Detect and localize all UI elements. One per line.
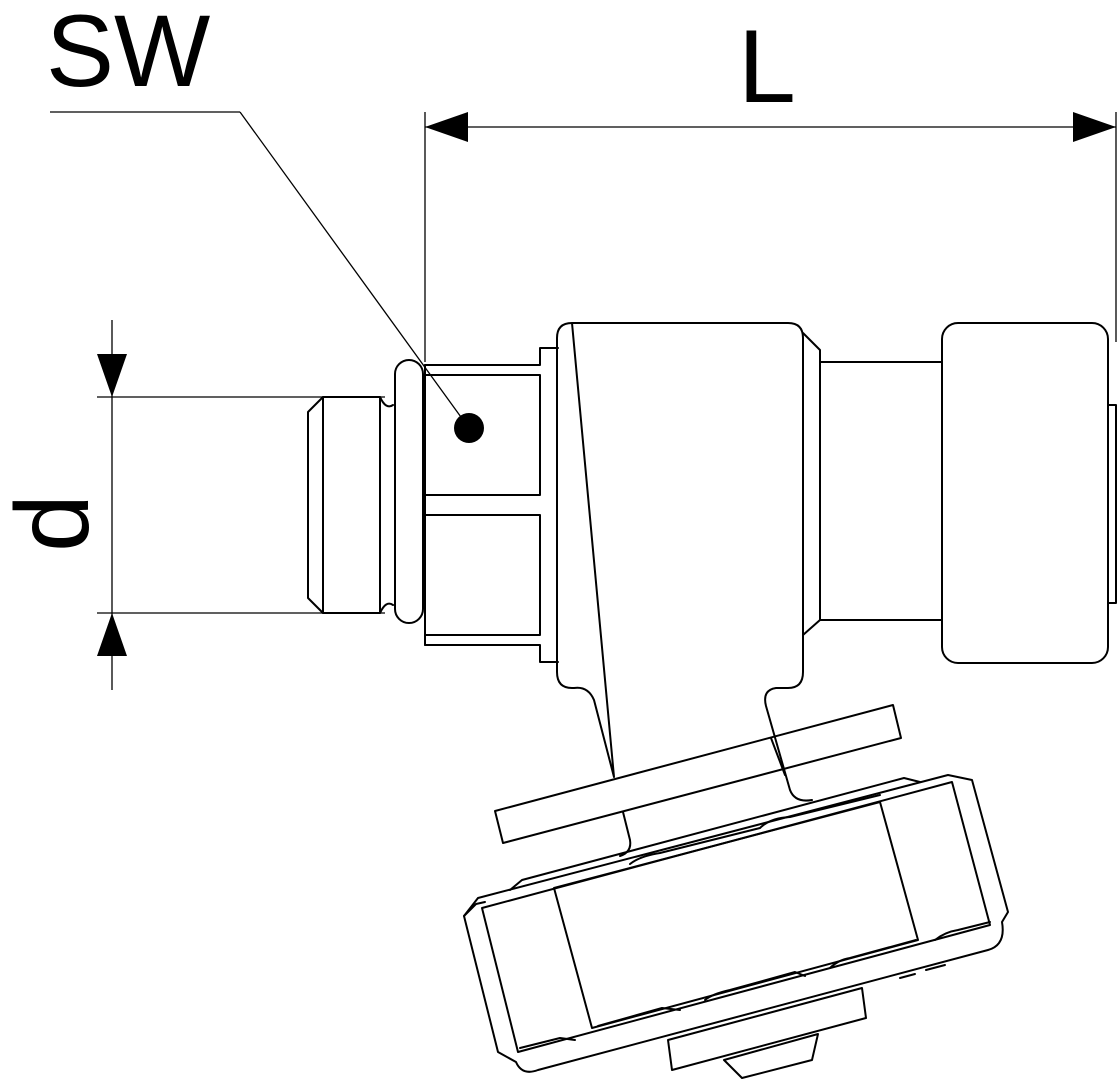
bottom-tab xyxy=(667,987,867,1071)
valve-body xyxy=(556,322,1117,802)
length-arrow-right xyxy=(1073,112,1116,142)
end-tail xyxy=(1107,404,1117,604)
sealing-ring xyxy=(394,359,424,624)
diameter-arrow-top xyxy=(97,354,127,397)
union-nut xyxy=(941,322,1109,664)
diameter-arrow-bottom xyxy=(97,613,127,656)
length-label: L xyxy=(738,9,796,125)
diameter-label: d xyxy=(0,494,111,552)
hex-body xyxy=(424,347,559,663)
handle-frame xyxy=(463,774,1009,1073)
sw-leader xyxy=(50,111,484,443)
lever-plate xyxy=(494,704,902,844)
length-dimension xyxy=(424,112,1117,362)
length-arrow-left xyxy=(425,112,468,142)
threaded-end xyxy=(307,359,424,624)
sw-marker-dot xyxy=(454,413,484,443)
sw-label: SW xyxy=(46,0,210,108)
lever-assembly xyxy=(463,704,1009,1079)
handle-window xyxy=(553,801,919,1029)
diameter-dimension xyxy=(97,320,385,690)
